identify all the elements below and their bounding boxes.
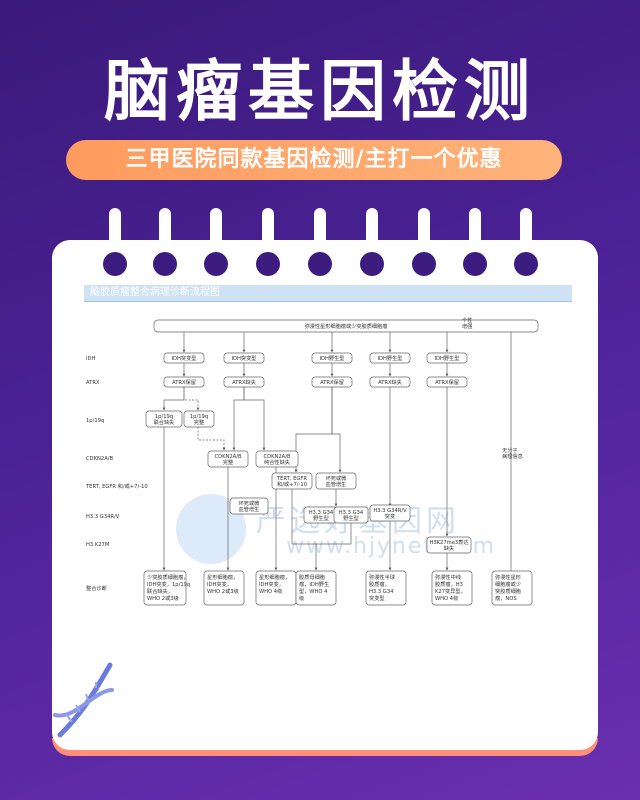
binder-ring	[308, 208, 332, 276]
page-title: 脑瘤基因检测	[104, 53, 536, 130]
top-note: 个性	[462, 316, 472, 324]
necrosis-box: 坏死或微	[326, 474, 348, 482]
svg-text:WHO 2或3级: WHO 2或3级	[207, 587, 239, 595]
svg-text:少突胶质细胞瘤，: 少突胶质细胞瘤，	[147, 573, 189, 581]
svg-text:星形细胞瘤，: 星形细胞瘤，	[259, 573, 290, 581]
svg-text:细胞瘤或少: 细胞瘤或少	[495, 580, 521, 588]
final-box: 弥漫性半球 胶质瘤， H3.3 G34 突变型	[369, 573, 396, 602]
h33-box: H3.3 G34	[309, 510, 334, 516]
svg-text:IDH突变，1p/19q: IDH突变，1p/19q	[147, 580, 190, 588]
final-box: 弥漫性星形 细胞瘤或少 突胶质细胞 瘤，NOS	[495, 573, 522, 602]
final-box: 少突胶质细胞瘤， IDH突变，1p/19q 联合缺失， WHO 2或3级	[147, 573, 190, 602]
tert-box: 和/或+7/-10	[277, 480, 307, 488]
svg-text:WHO 4级: WHO 4级	[435, 594, 458, 602]
row-label: H3 K27M	[86, 542, 109, 548]
svg-text:K27变异型，: K27变异型，	[435, 587, 466, 595]
row-label: CDKN2A/B	[86, 456, 113, 462]
row-label: H3.3 G34R/V	[86, 514, 120, 520]
cdkn-box: CDKN2A/B	[263, 454, 290, 460]
binder-ring	[204, 208, 228, 276]
svg-text:级: 级	[299, 594, 304, 602]
svg-text:突变型: 突变型	[369, 594, 385, 602]
h3k27-box: 缺失	[444, 544, 455, 552]
codel-box: 完整	[194, 418, 204, 426]
h33-box: H3.3 G34	[339, 510, 364, 516]
nos-note: 无分子	[502, 446, 518, 454]
idh-box: IDH野生型	[435, 354, 460, 362]
cdkn-box: 纯合性缺失	[264, 458, 291, 466]
final-box: 弥漫性中线 胶质瘤，H3 K27变异型， WHO 4级	[435, 573, 466, 602]
codel-box: 1p/19q	[190, 414, 208, 420]
necrosis-box: 血管增生	[326, 480, 347, 488]
binder-ring	[360, 208, 384, 276]
h33-box: 突变	[385, 512, 395, 520]
h33-box: H3.3 G34R/V	[373, 508, 407, 514]
binder-ring	[103, 208, 127, 276]
diagnosis-flowchart: 弥漫性星形细胞瘤或少突胶质细胞瘤 个性 增强 IDH ATRX 1p/19q C…	[85, 316, 539, 606]
row-label: TERT, EGFR 和/或+7/-10	[85, 482, 148, 490]
codel-box: 联合缺失	[154, 418, 176, 426]
atrx-box: ATRX保留	[320, 378, 344, 386]
svg-text:型，WHO 4: 型，WHO 4	[299, 587, 328, 595]
row-label: 1p/19q	[86, 418, 104, 424]
cdkn-box: 完整	[223, 458, 233, 466]
final-box: 星形细胞瘤， IDH突变， WHO 4级	[259, 573, 290, 595]
svg-text:弥漫性半球: 弥漫性半球	[369, 573, 396, 581]
svg-text:瘤，NOS: 瘤，NOS	[495, 594, 517, 602]
atrx-box: ATRX缺失	[378, 378, 403, 386]
svg-text:弥漫性中线: 弥漫性中线	[435, 573, 461, 581]
binder-ring	[412, 208, 436, 276]
idh-box: IDH野生型	[378, 354, 403, 362]
svg-text:胶质瘤，H3: 胶质瘤，H3	[435, 580, 463, 588]
svg-text:WHO 2或3级: WHO 2或3级	[147, 594, 179, 602]
promo-banner[interactable]: 三甲医院同款基因检测/主打一个优惠	[66, 140, 562, 180]
idh-box: IDH野生型	[320, 354, 345, 362]
binder-ring	[256, 208, 280, 276]
svg-text:联合缺失，: 联合缺失，	[147, 587, 173, 595]
nos-note: 病理信息	[502, 452, 523, 460]
svg-text:IDH突变，: IDH突变，	[207, 580, 232, 588]
svg-text:IDH突变，: IDH突变，	[259, 580, 284, 588]
top-note: 增强	[462, 322, 472, 330]
top-box-label: 弥漫性星形细胞瘤或少突胶质细胞瘤	[304, 322, 387, 330]
row-label: 整合诊断	[86, 584, 107, 592]
svg-text:胶质瘤，: 胶质瘤，	[369, 580, 390, 588]
atrx-box: ATRX保留	[435, 378, 459, 386]
flowchart-title: 脑胶质瘤整合病理诊断流程图	[84, 285, 572, 302]
binder-ring	[153, 208, 177, 276]
codel-box: 1p/19q	[155, 414, 173, 420]
h33-box: 野生型	[313, 514, 329, 522]
svg-text:瘤，IDH野生: 瘤，IDH野生	[299, 580, 329, 588]
binder-ring	[514, 208, 538, 276]
cdkn-box: CDKN2A/B	[214, 454, 241, 460]
final-box: 胶质母细胞 瘤，IDH野生 型，WHO 4 级	[299, 573, 329, 602]
svg-text:弥漫性星形: 弥漫性星形	[495, 573, 522, 581]
h3k27-box: H3K27me3表达	[429, 538, 468, 546]
tert-box: TERT, EGFR	[276, 476, 307, 482]
svg-text:H3.3 G34: H3.3 G34	[369, 589, 394, 595]
svg-text:胶质母细胞: 胶质母细胞	[299, 573, 325, 581]
svg-text:WHO 4级: WHO 4级	[259, 587, 282, 595]
svg-text:突胶质细胞: 突胶质细胞	[495, 587, 521, 595]
dna-icon	[53, 662, 114, 738]
necrosis-box: 坏死或微	[239, 499, 261, 507]
idh-box: IDH突变型	[232, 354, 257, 362]
necrosis-box: 血管增生	[239, 505, 260, 513]
svg-text:星形细胞瘤，: 星形细胞瘤，	[207, 573, 238, 581]
row-label: ATRX	[86, 380, 100, 386]
final-box: 星形细胞瘤， IDH突变， WHO 2或3级	[207, 573, 239, 595]
idh-box: IDH突变型	[172, 354, 197, 362]
atrx-box: ATRX保留	[172, 378, 196, 386]
h33-box: 野生型	[343, 514, 359, 522]
row-label: IDH	[86, 356, 96, 362]
atrx-box: ATRX缺失	[232, 378, 257, 386]
binder-ring	[463, 208, 487, 276]
